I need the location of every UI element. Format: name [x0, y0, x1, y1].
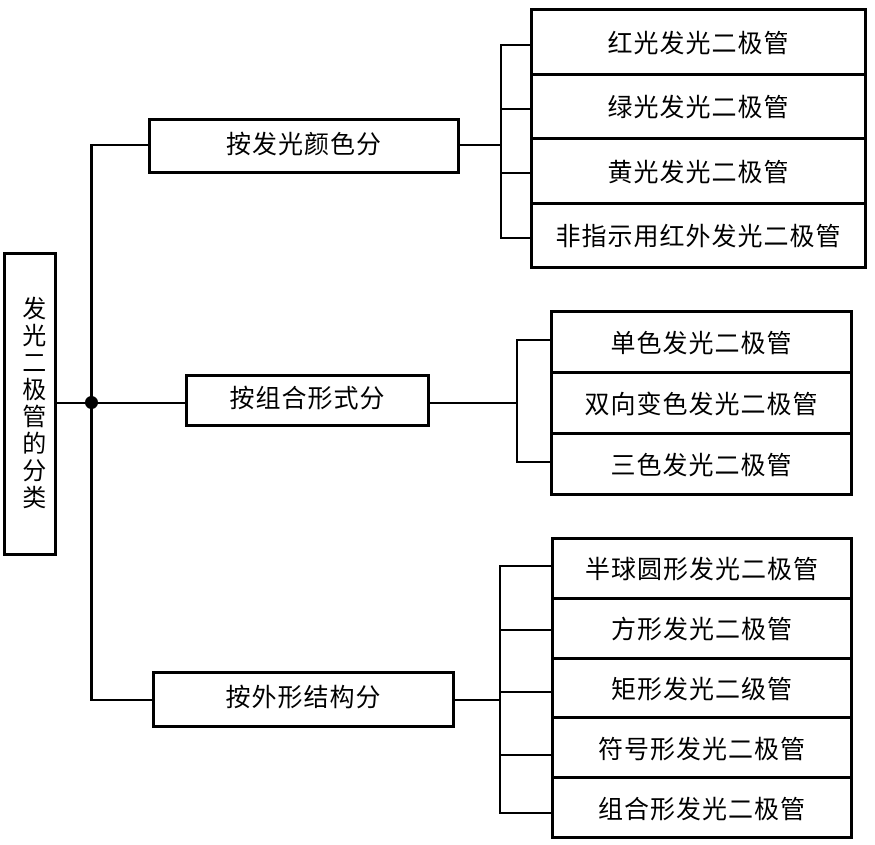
branch-2-child-stub-1: [516, 339, 552, 341]
branch-3-child-stub-4: [499, 754, 552, 756]
main-trunk-line: [90, 145, 93, 701]
branch-2-child-stub-3: [516, 461, 552, 463]
branch-1-child-stub-1: [500, 44, 532, 46]
leaf-node: 绿光发光二极管: [533, 75, 864, 140]
branch-2-inbound-line: [90, 402, 186, 404]
leaf-node: 符号形发光二极管: [554, 719, 850, 780]
branch-1-bus-line: [500, 45, 502, 239]
branch-3-child-stub-1: [499, 565, 552, 567]
branch-node-3: 按外形结构分: [152, 671, 455, 728]
branch-3-outbound-line: [455, 699, 501, 701]
branch-2-children-group: 单色发光二极管 双向变色发光二极管 三色发光二极管: [550, 310, 853, 496]
branch-3-child-stub-3: [499, 691, 552, 693]
leaf-node: 三色发光二极管: [553, 435, 850, 493]
branch-2-outbound-line: [430, 402, 518, 404]
leaf-node: 红光发光二极管: [533, 11, 864, 76]
branch-1-children-group: 红光发光二极管 绿光发光二极管 黄光发光二极管 非指示用红外发光二极管: [530, 8, 867, 269]
branch-1-inbound-line: [90, 144, 150, 146]
leaf-node: 黄光发光二极管: [533, 140, 864, 205]
leaf-node: 方形发光二极管: [554, 599, 850, 660]
root-connector-line: [57, 402, 97, 404]
leaf-node: 半球圆形发光二极管: [554, 540, 850, 600]
branch-1-child-stub-3: [500, 172, 532, 174]
branch-node-1: 按发光颜色分: [148, 118, 460, 174]
leaf-node: 组合形发光二极管: [554, 779, 850, 836]
root-node: 发光二极管的分类: [3, 252, 57, 556]
branch-3-inbound-line: [90, 699, 154, 701]
branch-1-outbound-line: [460, 144, 502, 146]
branch-3-child-stub-5: [499, 812, 552, 814]
branch-node-2: 按组合形式分: [185, 374, 430, 427]
leaf-node: 单色发光二极管: [553, 313, 850, 374]
branch-3-children-group: 半球圆形发光二极管 方形发光二极管 矩形发光二级管 符号形发光二极管 组合形发光…: [551, 537, 853, 839]
leaf-node: 非指示用红外发光二极管: [533, 204, 864, 266]
leaf-node: 双向变色发光二极管: [553, 374, 850, 435]
branch-1-child-stub-4: [500, 237, 532, 239]
leaf-node: 矩形发光二级管: [554, 659, 850, 720]
branch-1-child-stub-2: [500, 108, 532, 110]
branch-3-child-stub-2: [499, 629, 552, 631]
branch-3-bus-line: [499, 566, 501, 813]
branch-2-bus-line: [516, 340, 518, 463]
